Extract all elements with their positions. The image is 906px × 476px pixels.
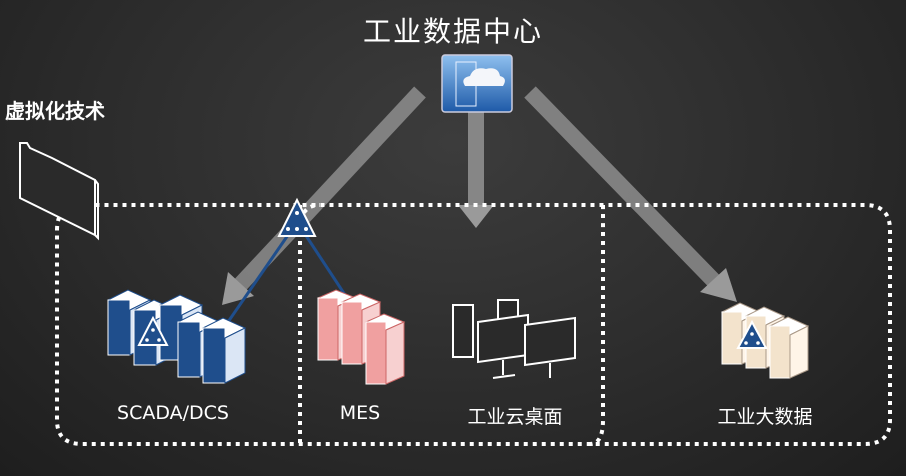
virtualization-label: 虚拟化技术 (5, 99, 105, 123)
arrow-to-desktop (458, 112, 494, 228)
desktop-computer-icon (452, 299, 576, 379)
network-hub-icon (277, 197, 317, 237)
scada-servers-icon (106, 289, 246, 384)
cloud-datacenter-icon (441, 54, 513, 113)
virtual-folder-icon (19, 142, 99, 241)
mes-servers-icon (316, 289, 405, 385)
scada-label: SCADA/DCS (117, 402, 229, 424)
page-title: 工业数据中心 (362, 15, 543, 48)
mes-label: MES (339, 402, 381, 424)
big-data-label: 工业大数据 (717, 406, 813, 428)
bigdata-servers-icon (720, 302, 809, 379)
cloud-desktop-label: 工业云桌面 (467, 406, 563, 428)
arrow-to-bigdata (524, 86, 737, 302)
arrow-to-scada (222, 86, 426, 305)
